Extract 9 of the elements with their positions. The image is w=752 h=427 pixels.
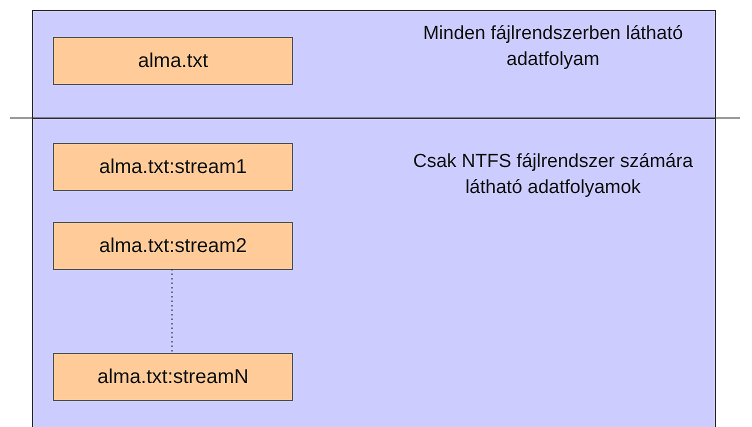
dotted-connector <box>171 269 173 352</box>
band-heading: Csak NTFS fájlrendszer számára látható adatfolyamok <box>412 150 694 200</box>
panel-band <box>32 10 716 118</box>
band-heading: Minden fájlrendszerben látható adatfolyam <box>422 22 684 72</box>
stream-box: alma.txt:stream2 <box>53 222 293 270</box>
panel-band <box>32 118 716 427</box>
stream-box: alma.txt:streamN <box>53 353 293 401</box>
stream-box: alma.txt:stream1 <box>53 143 293 191</box>
stream-box: alma.txt <box>53 37 293 85</box>
